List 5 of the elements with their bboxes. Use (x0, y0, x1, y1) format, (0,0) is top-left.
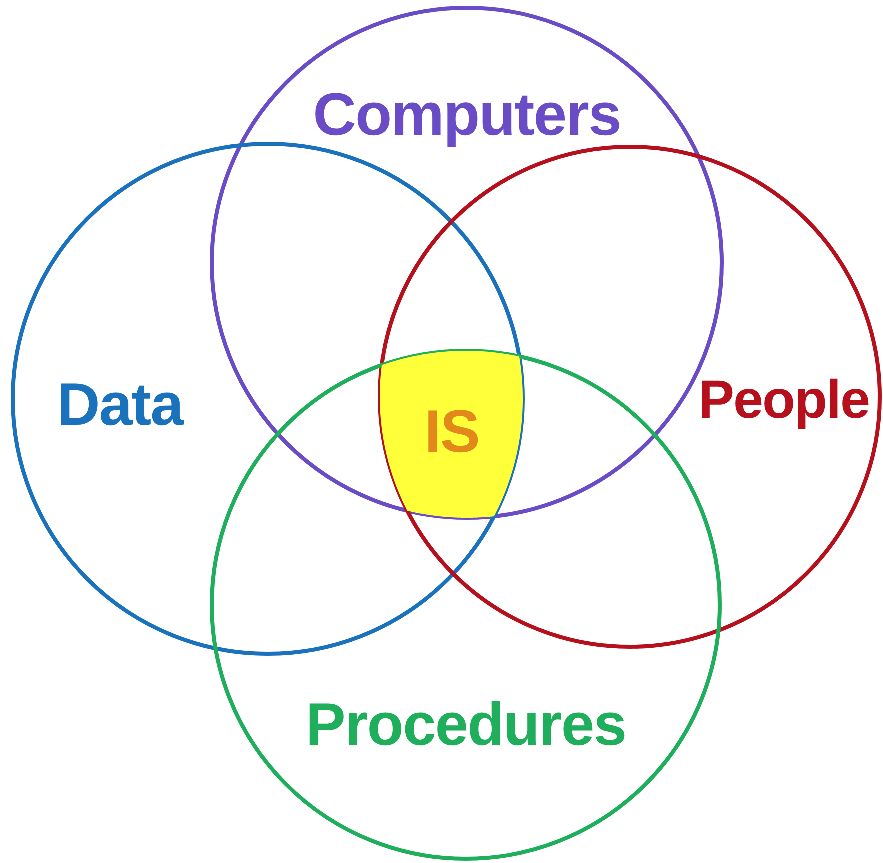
circle-label: Computers (313, 85, 621, 145)
circle-label: People (698, 373, 870, 427)
overlap-label: IS (424, 402, 480, 462)
circle-label: Procedures (306, 695, 626, 755)
circle-label: Data (56, 375, 184, 435)
